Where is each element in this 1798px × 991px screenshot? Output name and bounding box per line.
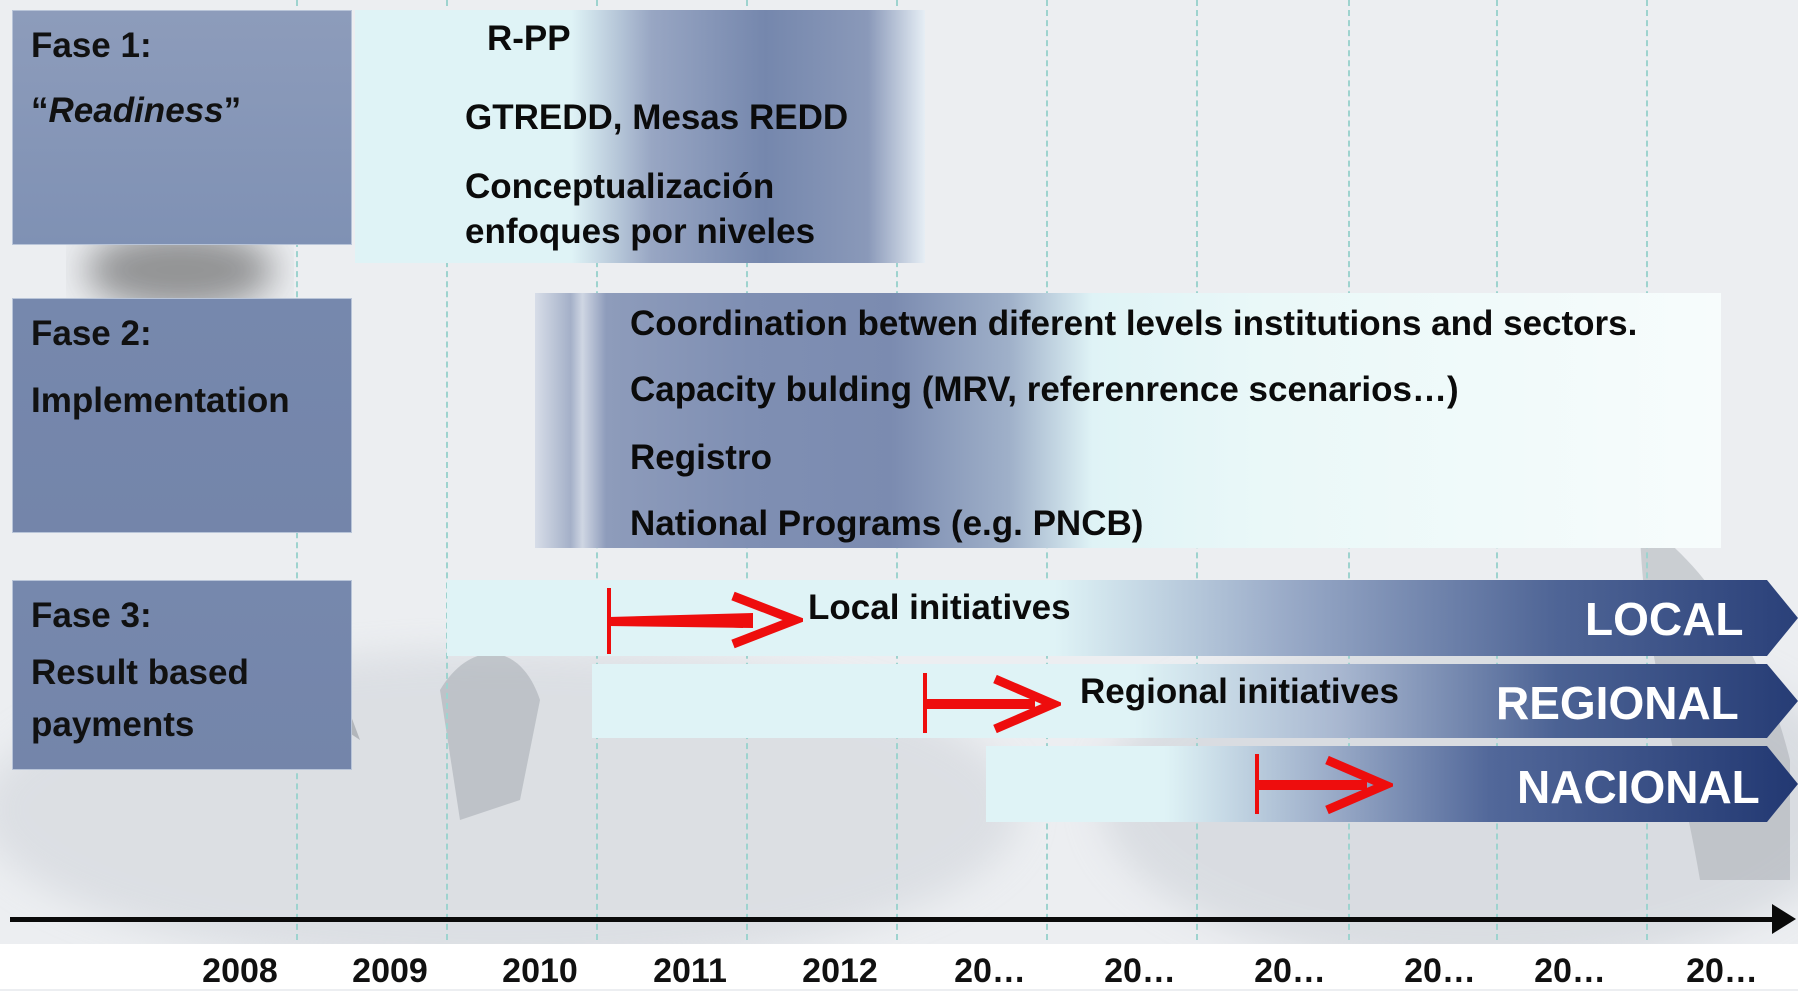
phase3-title: Fase 3: <box>31 596 152 635</box>
tick-label: 20… <box>1254 952 1326 990</box>
tick-label: 2012 <box>802 952 878 990</box>
tick-label: 2009 <box>352 952 428 990</box>
phase2-item-registro: Registro <box>630 438 772 477</box>
level-regional-label: REGIONAL <box>1496 677 1739 729</box>
timeline-axis <box>10 917 1785 922</box>
local-initiatives-label: Local initiatives <box>808 588 1071 627</box>
tick-label: 20… <box>1534 952 1606 990</box>
phase2-item-national: National Programs (e.g. PNCB) <box>630 504 1144 543</box>
phase2-band <box>535 293 1721 548</box>
tick-label: 20… <box>1104 952 1176 990</box>
phase2-item-coordination: Coordination betwen diferent levels inst… <box>630 304 1638 343</box>
track-local-band <box>447 580 1798 656</box>
regional-initiatives-label: Regional initiatives <box>1080 672 1399 711</box>
tick-label: 20… <box>954 952 1026 990</box>
axis-label-strip <box>0 944 1798 989</box>
phase1-item-gtredd: GTREDD, Mesas REDD <box>465 98 849 137</box>
phase2-item-capacity: Capacity bulding (MRV, referenrence scen… <box>630 370 1459 409</box>
phase1-band <box>355 10 925 263</box>
tick-label: 2010 <box>502 952 578 990</box>
gridline <box>446 0 448 950</box>
phase3-subtitle: Result based payments <box>31 653 249 744</box>
phase1-subtitle-text: Readiness <box>48 91 224 130</box>
phase1-subtitle: “Readiness” <box>31 91 242 130</box>
tick-label: 20… <box>1404 952 1476 990</box>
tick-label: 2011 <box>653 952 727 990</box>
phase1-box: Fase 1: “Readiness” <box>12 10 352 245</box>
phase1-item-rpp: R-PP <box>487 19 571 58</box>
phase2-subtitle: Implementation <box>31 381 290 420</box>
timeline-arrowhead <box>1772 904 1796 934</box>
phase3-box: Fase 3: Result based payments <box>12 580 352 770</box>
track-regional-band <box>592 664 1798 738</box>
tick-label: 2008 <box>202 952 278 990</box>
level-local-label: LOCAL <box>1585 593 1744 645</box>
phase1-title: Fase 1: <box>31 26 152 65</box>
arrow-nacional <box>1255 754 1393 815</box>
phase1-item-conceptualizacion: Conceptualización enfoques por niveles <box>465 167 816 251</box>
tick-label: 20… <box>1686 952 1758 990</box>
phase2-box: Fase 2: Implementation <box>12 298 352 533</box>
arrow-regional <box>923 673 1061 734</box>
level-nacional-label: NACIONAL <box>1517 761 1760 813</box>
phase2-title: Fase 2: <box>31 314 152 353</box>
arrow-local <box>607 588 803 654</box>
